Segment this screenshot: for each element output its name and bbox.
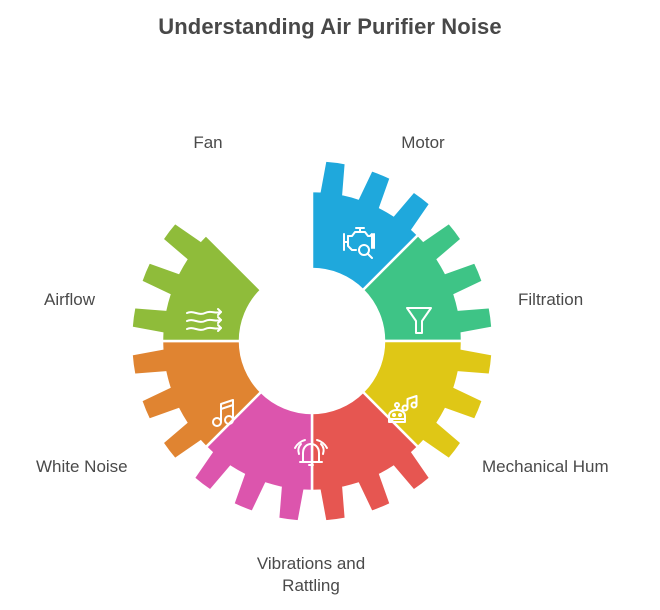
label-vibrations-line1: Vibrations and (256, 554, 366, 573)
label-mechanical-hum: Mechanical Hum (482, 457, 609, 476)
engine-search-icon (343, 227, 375, 259)
music-note-icon (212, 399, 234, 427)
gear-segment-airflow (130, 221, 263, 343)
label-airflow: Airflow (44, 290, 96, 309)
label-motor: Motor (401, 133, 445, 152)
label-white-noise: White Noise (36, 457, 128, 476)
diagram-title: Understanding Air Purifier Noise (158, 14, 502, 39)
funnel-icon (406, 307, 432, 334)
label-fan: Fan (193, 133, 223, 152)
alarm-bell-icon (294, 439, 328, 466)
label-filtration: Filtration (518, 290, 584, 309)
fan-icon (250, 229, 280, 259)
label-vibrations-line2: Rattling (282, 576, 340, 595)
wind-icon (186, 308, 222, 332)
label-vibrations-and-rattling: Vibrations and Rattling (230, 553, 392, 597)
robot-music-icon (388, 395, 418, 423)
